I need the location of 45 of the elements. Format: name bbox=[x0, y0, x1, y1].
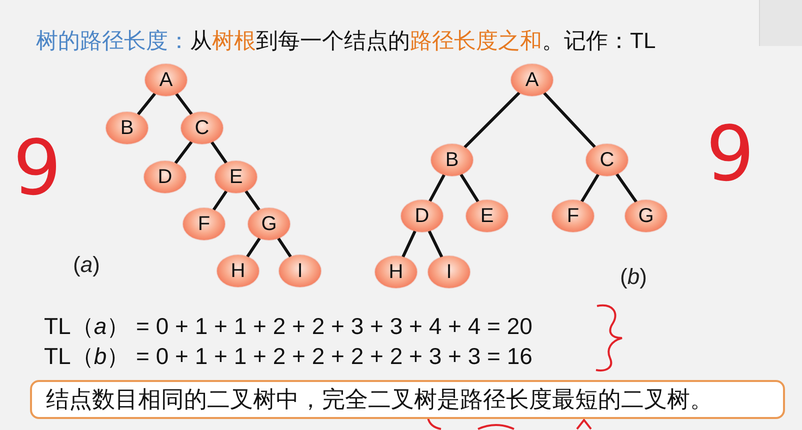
figure-caption: (a) bbox=[73, 252, 100, 278]
tree-node: F bbox=[552, 200, 594, 232]
tree-node: H bbox=[217, 255, 259, 287]
tree-branch-line bbox=[543, 92, 596, 148]
term-heading: 树的路径长度： bbox=[36, 27, 190, 55]
tree-node: B bbox=[431, 144, 473, 176]
figure-caption: (b) bbox=[620, 264, 647, 290]
tree-branch-line bbox=[616, 173, 638, 203]
tree-node: C bbox=[181, 112, 223, 144]
tree-node: H bbox=[375, 256, 417, 288]
tree-node: E bbox=[215, 161, 257, 193]
formula-text: = 0 + 1 + 1 + 2 + 2 + 3 + 3 + 4 + 4 = 20 bbox=[136, 312, 532, 340]
tree-node: D bbox=[144, 161, 186, 193]
tree-branch-line bbox=[175, 93, 193, 115]
tree-node: G bbox=[625, 200, 667, 232]
tree-node: A bbox=[511, 64, 553, 96]
tree-node: G bbox=[248, 208, 290, 240]
tree-node: D bbox=[401, 200, 443, 232]
tree-branch-line bbox=[428, 174, 446, 202]
handwritten-number: 9 bbox=[13, 130, 62, 206]
tree-branch-line bbox=[136, 92, 156, 116]
conclusion-box: 结点数目相同的二叉树中，完全二叉树是路径长度最短的二叉树。 bbox=[30, 380, 785, 419]
tree-node: I bbox=[279, 255, 321, 287]
tree-branch-line bbox=[277, 237, 292, 258]
tree-node: B bbox=[106, 112, 148, 144]
tree-branch-line bbox=[464, 92, 520, 148]
tree-node: I bbox=[428, 256, 470, 288]
handwritten-number: 9 bbox=[706, 116, 754, 192]
tree-branch-line bbox=[210, 141, 228, 164]
tree-branch-line bbox=[402, 230, 416, 258]
tree-node: F bbox=[183, 208, 225, 240]
tree-branch-line bbox=[246, 237, 261, 258]
tree-branch-line bbox=[460, 174, 480, 202]
tree-branch-line bbox=[212, 190, 228, 211]
tree-branch-line bbox=[580, 174, 600, 202]
formula-name: TL（a） bbox=[44, 312, 130, 340]
tree-node: A bbox=[145, 64, 187, 96]
tree-node: E bbox=[466, 200, 508, 232]
tree-branch-line bbox=[428, 230, 444, 258]
formula-name: TL（b） bbox=[44, 342, 130, 370]
tree-branch-line bbox=[244, 190, 260, 211]
tree-branch-line bbox=[174, 141, 193, 164]
tree-node: C bbox=[586, 144, 628, 176]
definition-text: 从树根到每一个结点的路径长度之和。记作：TL bbox=[190, 27, 656, 55]
formula-text: = 0 + 1 + 1 + 2 + 2 + 2 + 2 + 3 + 3 = 16 bbox=[136, 342, 532, 370]
